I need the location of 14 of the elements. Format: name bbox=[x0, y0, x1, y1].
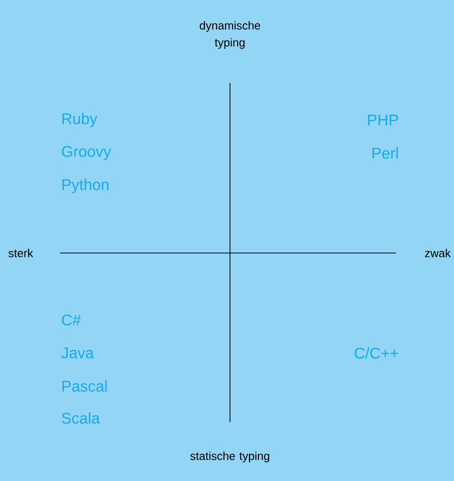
language-name: Pascal bbox=[62, 380, 107, 392]
language-name: Perl bbox=[372, 147, 398, 159]
axis-label: dynamische typing bbox=[200, 21, 260, 49]
language-name: Ruby bbox=[62, 112, 98, 128]
language-name: C# bbox=[62, 314, 81, 326]
language-name: PHP bbox=[368, 114, 398, 126]
axis-label: statische typing bbox=[190, 452, 270, 462]
language-name: Scala bbox=[62, 412, 100, 424]
language-name: Python bbox=[62, 178, 108, 194]
language-name: C/C++ bbox=[354, 347, 398, 359]
axis-label: sterk bbox=[8, 248, 34, 258]
axis-label: zwak bbox=[425, 248, 451, 258]
language-name: Java bbox=[61, 348, 94, 358]
language-name: Groovy bbox=[62, 146, 112, 160]
